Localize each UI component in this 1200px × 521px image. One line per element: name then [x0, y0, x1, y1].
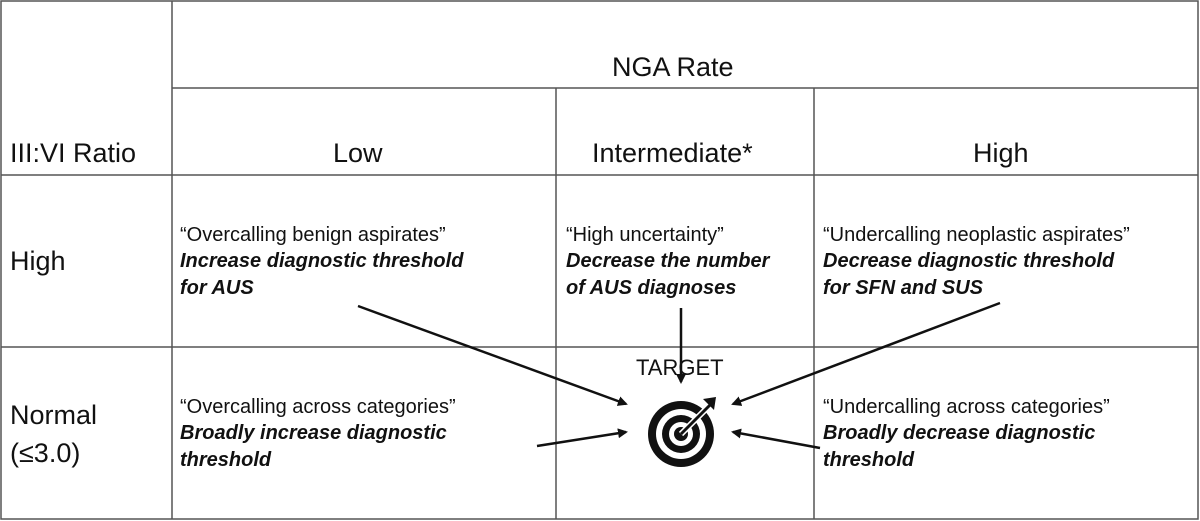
ratio-column-header: III:VI Ratio	[10, 138, 137, 168]
row-label-normal-range: (≤3.0)	[10, 438, 81, 468]
nga-rate-header: NGA Rate	[612, 52, 734, 82]
cell-action-line1: Broadly decrease diagnostic	[823, 422, 1096, 444]
cell-quote: “High uncertainty”	[566, 224, 724, 246]
cell-action-line1: Broadly increase diagnostic	[180, 422, 447, 444]
cell-action-line1: Increase diagnostic threshold	[180, 250, 464, 272]
cell-action-line2: threshold	[823, 449, 915, 471]
cell-action-line1: Decrease the number	[566, 250, 770, 272]
column-header-high: High	[973, 138, 1029, 168]
cell-quote: “Overcalling across categories”	[180, 396, 456, 418]
cell-action-line2: threshold	[180, 449, 272, 471]
column-header-low: Low	[333, 138, 383, 168]
cell-action-line2: for AUS	[180, 277, 254, 299]
cell-quote: “Undercalling neoplastic aspirates”	[823, 224, 1130, 246]
cell-quote: “Undercalling across categories”	[823, 396, 1110, 418]
row-label-normal: Normal	[10, 400, 98, 430]
row-label-high: High	[10, 246, 66, 276]
cell-quote: “Overcalling benign aspirates”	[180, 224, 446, 246]
target-label: TARGET	[636, 355, 724, 380]
cell-action-line2: of AUS diagnoses	[566, 277, 737, 299]
column-header-intermediate: Intermediate*	[592, 138, 753, 168]
cell-action-line1: Decrease diagnostic threshold	[823, 250, 1115, 272]
cell-action-line2: for SFN and SUS	[823, 277, 984, 299]
